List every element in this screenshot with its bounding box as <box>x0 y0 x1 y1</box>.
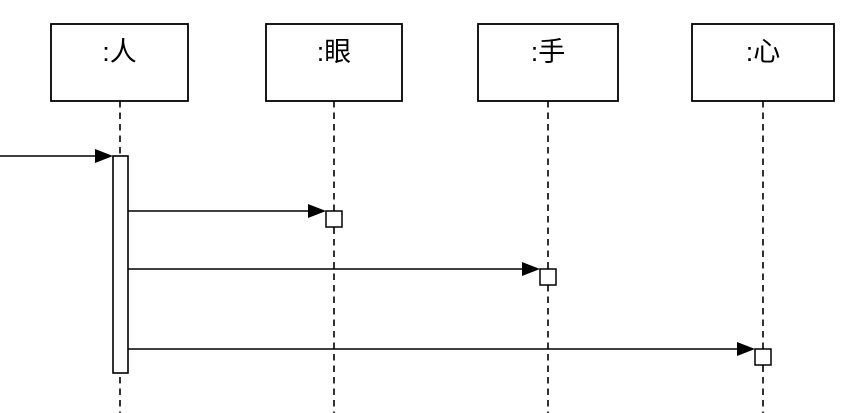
participant-box-hand <box>477 23 619 102</box>
message-person-to-heart-arrowhead-icon <box>737 342 755 356</box>
message-person-to-hand-arrowhead-icon <box>522 262 540 276</box>
found-message-arrowhead-icon <box>95 149 113 163</box>
message-person-to-heart-target-marker <box>754 348 772 366</box>
participant-label-heart: :心 <box>746 37 781 67</box>
participant-label-eye: :眼 <box>317 37 352 67</box>
message-person-to-eye-target-marker <box>325 210 343 228</box>
participant-box-eye <box>265 23 403 102</box>
participant-label-person: :人 <box>102 37 137 67</box>
participant-box-heart <box>691 23 835 102</box>
message-person-to-eye-arrowhead-icon <box>308 204 326 218</box>
message-person-to-hand-target-marker <box>539 268 557 286</box>
participant-label-hand: :手 <box>531 37 566 67</box>
activation-bar-person <box>112 155 129 374</box>
participant-box-person <box>50 23 189 102</box>
